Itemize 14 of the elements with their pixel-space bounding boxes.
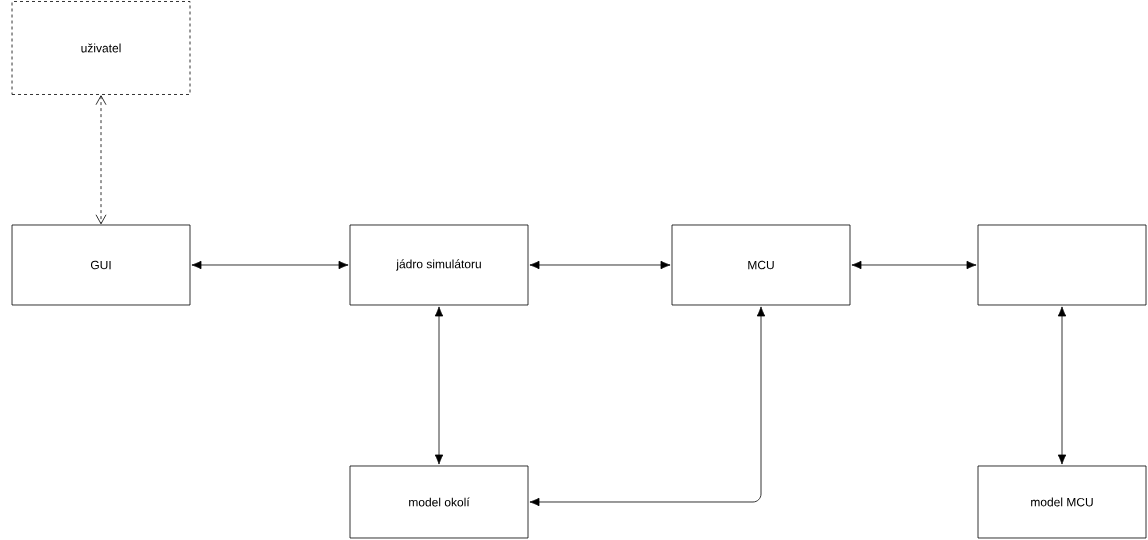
arrow [851,260,977,270]
arrow [529,260,671,270]
arrow [1057,306,1067,465]
process-box: model okolí [349,465,529,539]
arrow [529,306,766,507]
process-box: jádro simulátoru [349,224,529,306]
process-box: MCU [671,224,851,306]
dashed-arrow [95,95,107,225]
process-box: GUI [11,224,191,306]
empty-box [977,224,1147,306]
arrow [191,260,349,270]
process-box: model MCU [977,465,1147,539]
arrow [434,306,444,465]
user-box: uživatel [11,1,191,95]
